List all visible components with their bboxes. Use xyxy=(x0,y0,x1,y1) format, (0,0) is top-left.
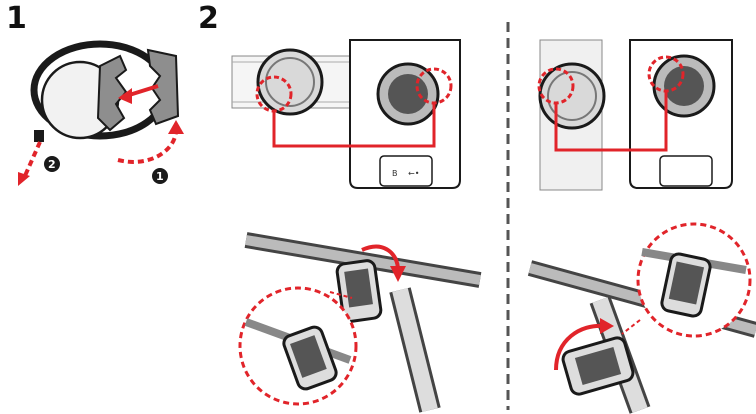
step1-mount-illustration: 2 1 xyxy=(18,44,184,186)
step2-bike-horizontal xyxy=(240,240,480,410)
arrow-pull-head xyxy=(18,172,30,186)
handlebar-mount xyxy=(258,50,322,114)
arrow-pull xyxy=(24,142,40,178)
port-letter: B xyxy=(392,169,398,178)
step2-vertical-alignment xyxy=(539,40,732,190)
step2-bike-vertical xyxy=(530,224,756,410)
usb-port xyxy=(380,156,432,186)
callout-label-1: 1 xyxy=(156,170,164,183)
mount-jaw-left xyxy=(98,56,126,130)
usb-symbol: ←• xyxy=(408,169,419,178)
stem-mount xyxy=(540,64,604,128)
band-tab xyxy=(34,130,44,142)
step2-horizontal-alignment: B ←• xyxy=(232,40,460,188)
usb-port-2 xyxy=(660,156,712,186)
callout-label-2: 2 xyxy=(48,158,56,171)
arrow-wrap-head xyxy=(168,120,184,134)
